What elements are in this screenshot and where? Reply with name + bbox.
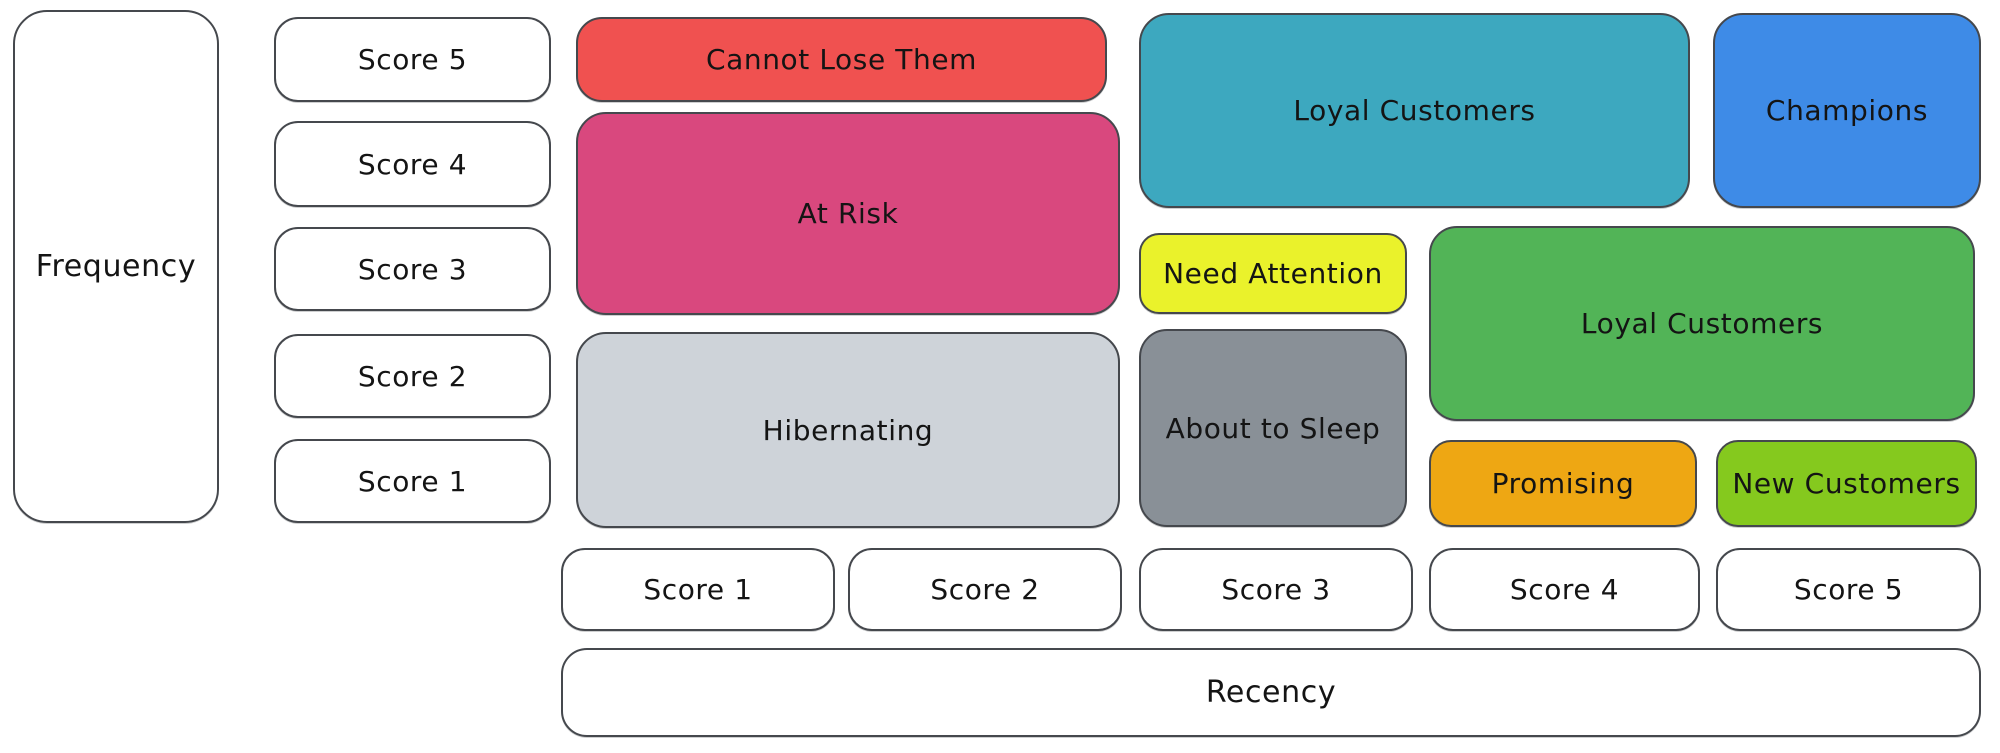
segment-loyal-customers-upper: Loyal Customers: [1139, 13, 1690, 208]
recency-score-5-box: Score 5: [1716, 548, 1981, 631]
segment-promising-label: Promising: [1491, 467, 1635, 500]
recency-score-2-box: Score 2: [848, 548, 1122, 631]
frequency-score-4-box: Score 4: [274, 121, 551, 207]
segment-new-customers-label: New Customers: [1732, 467, 1961, 500]
recency-score-2-label: Score 2: [930, 573, 1040, 606]
recency-score-3-box: Score 3: [1139, 548, 1413, 631]
recency-score-5-label: Score 5: [1793, 573, 1904, 606]
segment-promising: Promising: [1429, 440, 1697, 527]
segment-at-risk: At Risk: [576, 112, 1120, 315]
recency-score-4-label: Score 4: [1509, 573, 1620, 606]
segment-champions-label: Champions: [1765, 94, 1929, 127]
recency-axis-label: Recency: [1205, 675, 1337, 710]
segment-need-attention-label: Need Attention: [1163, 257, 1383, 290]
frequency-score-2-box: Score 2: [274, 334, 551, 418]
frequency-score-3-label: Score 3: [357, 252, 468, 286]
frequency-score-1-box: Score 1: [274, 439, 551, 523]
segment-loyal-customers-lower-label: Loyal Customers: [1580, 307, 1824, 340]
recency-score-4-box: Score 4: [1429, 548, 1700, 631]
frequency-score-3-box: Score 3: [274, 227, 551, 311]
segment-need-attention: Need Attention: [1139, 233, 1407, 314]
recency-score-1-box: Score 1: [561, 548, 835, 631]
frequency-axis-label: Frequency: [35, 249, 197, 284]
segment-hibernating-label: Hibernating: [762, 413, 934, 447]
segment-cannot-lose-them: Cannot Lose Them: [576, 17, 1107, 102]
frequency-score-4-label: Score 4: [357, 147, 468, 181]
segment-new-customers: New Customers: [1716, 440, 1977, 527]
segment-champions: Champions: [1713, 13, 1981, 208]
recency-score-1-label: Score 1: [643, 573, 753, 606]
segment-loyal-customers-upper-label: Loyal Customers: [1293, 94, 1536, 127]
segment-hibernating: Hibernating: [576, 332, 1120, 528]
segment-at-risk-label: At Risk: [797, 197, 899, 230]
recency-axis-box: Recency: [561, 648, 1981, 737]
frequency-score-1-label: Score 1: [357, 464, 468, 498]
segment-cannot-lose-them-label: Cannot Lose Them: [705, 43, 978, 76]
frequency-score-2-label: Score 2: [357, 359, 468, 393]
segment-about-to-sleep-label: About to Sleep: [1165, 411, 1381, 445]
segment-about-to-sleep: About to Sleep: [1139, 329, 1407, 527]
recency-score-3-label: Score 3: [1221, 573, 1331, 606]
frequency-score-5-label: Score 5: [357, 43, 468, 76]
segment-loyal-customers-lower: Loyal Customers: [1429, 226, 1975, 421]
frequency-axis-box: Frequency: [13, 10, 219, 523]
frequency-score-5-box: Score 5: [274, 17, 551, 102]
